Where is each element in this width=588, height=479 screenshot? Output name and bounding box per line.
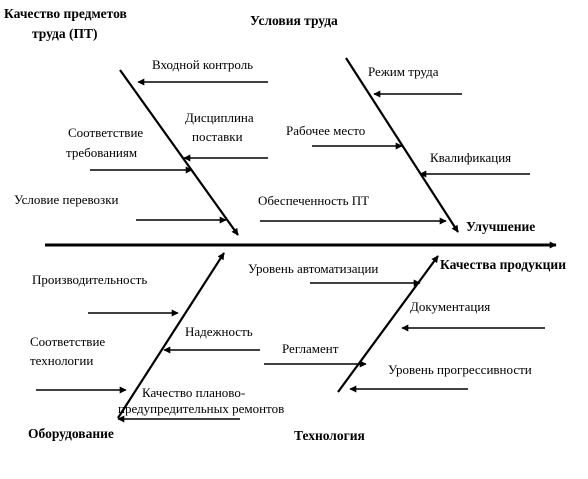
cause-label-automation: Уровень автоматизации [248,261,378,276]
cause-label-tech-match-1: Соответствие [30,334,105,349]
cause-label-provision: Обеспеченность ПТ [258,193,369,208]
cause-label-tech-match-2: технологии [30,353,93,368]
cause-label-transport: Условие перевозки [14,192,119,207]
category-material-label-2: труда (ПТ) [32,26,97,41]
cause-label-workplace: Рабочее место [286,123,365,138]
cause-label-requirements-1: Соответствие [68,125,143,140]
cause-label-work-mode: Режим труда [368,64,439,79]
effect-label-2: Качества продукции [440,257,566,272]
bone-technology [337,255,439,393]
cause-label-qualification: Квалификация [430,150,511,165]
bone-material [119,69,239,236]
cause-label-maintenance-2: предупредительных ремонтов [118,401,284,416]
category-technology-label: Технология [294,428,365,443]
category-conditions-label: Условия труда [250,13,338,28]
cause-label-incoming-control: Входной контроль [152,57,253,72]
cause-label-supply-discipline-2: поставки [192,129,243,144]
cause-label-regulation: Регламент [282,341,339,356]
bone-equipment [117,252,225,419]
cause-label-maintenance-1: Качество планово- [142,385,245,400]
category-material-label-1: Качество предметов [4,6,127,21]
effect-label-1: Улучшение [466,219,535,234]
cause-label-productivity: Производительность [32,272,147,287]
cause-label-requirements-2: требованиям [66,145,137,160]
cause-label-supply-discipline-1: Дисциплина [185,110,254,125]
category-equipment-label: Оборудование [28,426,114,441]
cause-label-reliability: Надежность [185,324,253,339]
cause-label-progressiveness: Уровень прогрессивности [388,362,532,377]
cause-label-documentation: Документация [410,299,490,314]
